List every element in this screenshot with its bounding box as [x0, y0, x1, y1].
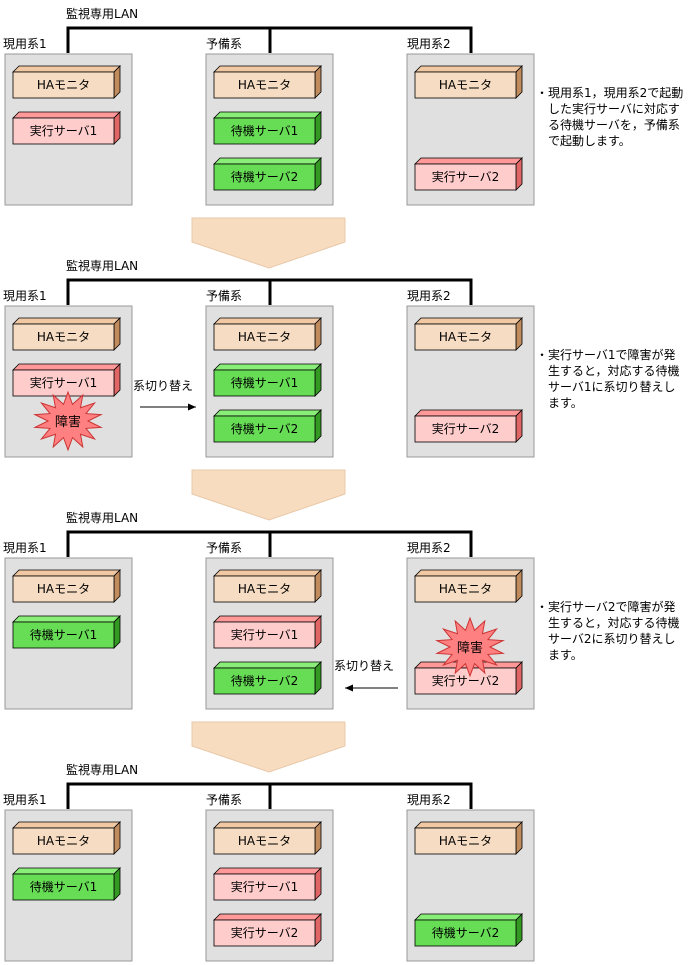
ha-monitor-standby-1-label: HAモニタ: [238, 78, 291, 92]
ha-monitor-standby-1: HAモニタ: [213, 65, 322, 99]
server-standby-1-1: 待機サーバ1: [213, 111, 322, 145]
ha-monitor-active2-4-label: HAモニタ: [439, 834, 492, 848]
note-1: ・ 現用系1，現用系2で起動した実行サーバに対応する待機サーバを，予備系で起動し…: [536, 86, 684, 148]
fault-burst-exec1-label: 障害: [55, 414, 81, 430]
note-3: ・ 実行サーバ2で障害が発生すると，対応する待機サーバ2に系切り替えします。: [536, 600, 680, 662]
ha-monitor-active1-3-label: HAモニタ: [37, 582, 90, 596]
host-label-standby-3: 予備系: [206, 540, 242, 555]
server-standby-2-1-label: 待機サーバ2: [231, 169, 299, 184]
server-standby-2-2-label: 待機サーバ2: [231, 421, 299, 436]
server-standby-2-1: 待機サーバ2: [213, 157, 322, 191]
switch-arrow-1-head: [188, 403, 196, 411]
server-active1-1-1-label: 実行サーバ1: [30, 123, 98, 138]
server-active2-2-2: 実行サーバ2: [414, 409, 523, 443]
server-active2-2-4-label: 待機サーバ2: [432, 925, 500, 940]
host-label-standby-2: 予備系: [206, 288, 242, 303]
server-standby-1-3-label: 実行サーバ1: [231, 627, 299, 642]
ha-monitor-active1-3: HAモニタ: [12, 569, 121, 603]
ha-monitor-active1-2-label: HAモニタ: [37, 330, 90, 344]
server-active2-2-2-label: 実行サーバ2: [432, 421, 500, 436]
ha-monitor-active1-2: HAモニタ: [12, 317, 121, 351]
ha-monitor-standby-2-label: HAモニタ: [238, 330, 291, 344]
server-active1-1-1: 実行サーバ1: [12, 111, 121, 145]
ha-monitor-active2-2: HAモニタ: [414, 317, 523, 351]
switch-label-2: 系切り替え: [334, 659, 394, 673]
host-label-active2-4: 現用系2: [407, 793, 451, 807]
ha-monitor-standby-3: HAモニタ: [213, 569, 322, 603]
host-label-active1-1: 現用系1: [3, 37, 47, 51]
switch-arrow-2-head: [345, 684, 353, 692]
server-standby-2-2: 待機サーバ2: [213, 409, 322, 443]
note-2: ・ 実行サーバ1で障害が発生すると，対応する待機サーバ1に系切り替えします。: [536, 348, 680, 410]
server-active1-1-4: 待機サーバ1: [12, 867, 121, 901]
host-label-standby-4: 予備系: [206, 792, 242, 807]
ha-monitor-active2-3: HAモニタ: [414, 569, 523, 603]
ha-monitor-standby-3-label: HAモニタ: [238, 582, 291, 596]
step-arrow-2: [191, 469, 346, 521]
ha-monitor-active2-1: HAモニタ: [414, 65, 523, 99]
server-standby-1-4-label: 実行サーバ1: [231, 879, 299, 894]
server-standby-1-3: 実行サーバ1: [213, 615, 322, 649]
host-label-active1-2: 現用系1: [3, 289, 47, 303]
server-standby-1-4: 実行サーバ1: [213, 867, 322, 901]
server-active2-2-3-label: 実行サーバ2: [432, 673, 500, 688]
ha-monitor-active2-3-label: HAモニタ: [439, 582, 492, 596]
server-standby-2-4-label: 実行サーバ2: [231, 925, 299, 940]
server-active1-1-2-label: 実行サーバ1: [30, 375, 98, 390]
server-active2-2-1: 実行サーバ2: [414, 157, 523, 191]
host-label-active2-2: 現用系2: [407, 289, 451, 303]
server-active1-1-3-label: 待機サーバ1: [30, 627, 98, 642]
lan-label-2: 監視専用LAN: [66, 258, 138, 273]
host-label-active2-3: 現用系2: [407, 541, 451, 555]
server-standby-2-4: 実行サーバ2: [213, 913, 322, 947]
server-active1-1-4-label: 待機サーバ1: [30, 879, 98, 894]
switch-label-1: 系切り替え: [133, 379, 193, 393]
lan-label-4: 監視専用LAN: [66, 762, 138, 777]
fault-burst-exec1: [32, 390, 104, 452]
ha-monitor-active1-1-label: HAモニタ: [37, 78, 90, 92]
lan-label-1: 監視専用LAN: [66, 6, 138, 21]
step-arrow-3: [191, 721, 346, 773]
host-label-active1-4: 現用系1: [3, 793, 47, 807]
ha-monitor-standby-4: HAモニタ: [213, 821, 322, 855]
host-label-active2-1: 現用系2: [407, 37, 451, 51]
server-active1-1-2: 実行サーバ1: [12, 363, 121, 397]
lan-label-3: 監視専用LAN: [66, 510, 138, 525]
server-standby-2-3: 待機サーバ2: [213, 661, 322, 695]
server-standby-1-2-label: 待機サーバ1: [231, 375, 299, 390]
ha-monitor-active2-4: HAモニタ: [414, 821, 523, 855]
ha-monitor-active1-4-label: HAモニタ: [37, 834, 90, 848]
ha-monitor-active1-1: HAモニタ: [12, 65, 121, 99]
server-active2-2-3: 実行サーバ2: [414, 661, 523, 695]
server-active2-2-1-label: 実行サーバ2: [432, 169, 500, 184]
ha-monitor-standby-4-label: HAモニタ: [238, 834, 291, 848]
ha-monitor-active2-2-label: HAモニタ: [439, 330, 492, 344]
server-active1-1-3: 待機サーバ1: [12, 615, 121, 649]
server-active2-2-4: 待機サーバ2: [414, 913, 523, 947]
fault-burst-exec2: [434, 616, 506, 678]
ha-monitor-standby-2: HAモニタ: [213, 317, 322, 351]
host-label-standby-1: 予備系: [206, 36, 242, 51]
server-standby-1-2: 待機サーバ1: [213, 363, 322, 397]
fault-burst-exec2-label: 障害: [457, 640, 483, 656]
ha-monitor-active2-1-label: HAモニタ: [439, 78, 492, 92]
host-label-active1-3: 現用系1: [3, 541, 47, 555]
server-standby-2-3-label: 待機サーバ2: [231, 673, 299, 688]
server-standby-1-1-label: 待機サーバ1: [231, 123, 299, 138]
ha-monitor-active1-4: HAモニタ: [12, 821, 121, 855]
step-arrow-1: [191, 217, 346, 269]
